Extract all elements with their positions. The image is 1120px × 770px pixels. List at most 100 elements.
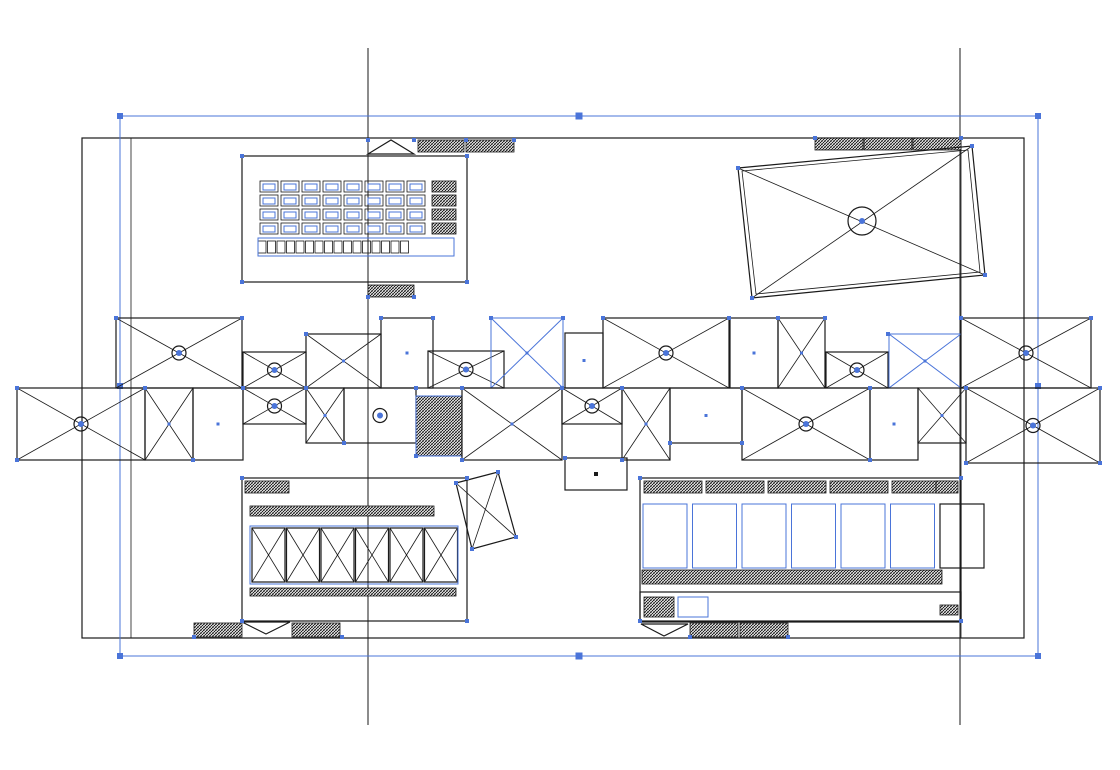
storage-bays[interactable] bbox=[249, 525, 459, 585]
seat[interactable] bbox=[301, 208, 321, 221]
seat[interactable] bbox=[280, 180, 300, 193]
room[interactable] bbox=[869, 387, 919, 461]
seat-small[interactable] bbox=[400, 240, 409, 254]
bottom-left-block[interactable] bbox=[193, 477, 468, 638]
anchor-point[interactable] bbox=[454, 481, 458, 485]
anchor-point[interactable] bbox=[959, 136, 963, 140]
anchor-point[interactable] bbox=[460, 386, 464, 390]
room[interactable] bbox=[427, 350, 505, 389]
anchor-point[interactable] bbox=[240, 619, 244, 623]
seat[interactable] bbox=[301, 180, 321, 193]
anchor-point[interactable] bbox=[740, 441, 744, 445]
anchor-point[interactable] bbox=[412, 138, 416, 142]
anchor-point[interactable] bbox=[512, 138, 516, 142]
seat-small[interactable] bbox=[295, 240, 305, 254]
room[interactable] bbox=[965, 387, 1101, 464]
room[interactable] bbox=[144, 387, 194, 461]
bay[interactable] bbox=[320, 527, 355, 583]
anchor-point[interactable] bbox=[465, 280, 469, 284]
seat-small[interactable] bbox=[362, 240, 371, 254]
anchor-point[interactable] bbox=[1098, 386, 1102, 390]
seat[interactable] bbox=[406, 208, 426, 221]
room[interactable] bbox=[115, 317, 243, 389]
seat-small[interactable] bbox=[276, 240, 286, 254]
seat[interactable] bbox=[406, 222, 426, 235]
room[interactable] bbox=[242, 351, 307, 389]
anchor-point[interactable] bbox=[638, 619, 642, 623]
room[interactable] bbox=[415, 395, 463, 457]
anchor-point[interactable] bbox=[1098, 461, 1102, 465]
anchor-point[interactable] bbox=[465, 619, 469, 623]
anchor-point[interactable] bbox=[114, 316, 118, 320]
seat[interactable] bbox=[301, 222, 321, 235]
seat[interactable] bbox=[364, 194, 384, 207]
anchor-point[interactable] bbox=[304, 386, 308, 390]
seat-small[interactable] bbox=[390, 240, 400, 254]
anchor-point[interactable] bbox=[143, 386, 147, 390]
seat-small[interactable] bbox=[267, 240, 276, 254]
anchor-point[interactable] bbox=[823, 316, 827, 320]
anchor-point[interactable] bbox=[240, 316, 244, 320]
seat[interactable] bbox=[322, 194, 342, 207]
room[interactable] bbox=[825, 351, 889, 389]
anchor-point[interactable] bbox=[340, 635, 344, 639]
anchor-point[interactable] bbox=[688, 635, 692, 639]
seat[interactable] bbox=[280, 222, 300, 235]
seat[interactable] bbox=[322, 208, 342, 221]
room[interactable] bbox=[741, 387, 871, 461]
anchor-point[interactable] bbox=[15, 386, 19, 390]
room[interactable] bbox=[461, 387, 563, 461]
anchor-point[interactable] bbox=[15, 458, 19, 462]
rooms-row[interactable] bbox=[16, 317, 1101, 491]
seat-small[interactable] bbox=[314, 240, 324, 254]
room[interactable] bbox=[192, 387, 244, 461]
bay[interactable] bbox=[285, 527, 321, 583]
room[interactable] bbox=[602, 317, 730, 389]
anchor-point[interactable] bbox=[668, 441, 672, 445]
anchor-points[interactable] bbox=[15, 136, 1102, 639]
shelf-bay[interactable] bbox=[692, 503, 737, 569]
anchor-point[interactable] bbox=[970, 144, 974, 148]
room[interactable] bbox=[343, 387, 417, 444]
seat[interactable] bbox=[280, 208, 300, 221]
anchor-point[interactable] bbox=[560, 386, 564, 390]
seat-small[interactable] bbox=[343, 240, 352, 254]
bottom-right-block[interactable] bbox=[639, 477, 985, 638]
anchor-point[interactable] bbox=[240, 154, 244, 158]
room[interactable] bbox=[960, 317, 1092, 389]
anchor-point[interactable] bbox=[1089, 316, 1093, 320]
seat-small[interactable] bbox=[333, 240, 343, 254]
seat[interactable] bbox=[343, 208, 363, 221]
anchor-point[interactable] bbox=[563, 456, 567, 460]
anchor-point[interactable] bbox=[240, 476, 244, 480]
seat[interactable] bbox=[364, 208, 384, 221]
room[interactable] bbox=[561, 387, 623, 425]
anchor-point[interactable] bbox=[470, 547, 474, 551]
entrance-top[interactable] bbox=[365, 139, 515, 155]
rotated-small-room[interactable] bbox=[455, 471, 517, 550]
seat[interactable] bbox=[322, 222, 342, 235]
room[interactable] bbox=[305, 387, 345, 444]
anchor-point[interactable] bbox=[959, 619, 963, 623]
shelf-bay[interactable] bbox=[741, 503, 787, 569]
anchor-point[interactable] bbox=[620, 458, 624, 462]
shelf-bay[interactable] bbox=[791, 503, 836, 569]
room[interactable] bbox=[777, 317, 826, 389]
anchor-point[interactable] bbox=[465, 154, 469, 158]
bay[interactable] bbox=[354, 527, 390, 583]
room[interactable] bbox=[564, 332, 604, 389]
anchor-point[interactable] bbox=[489, 316, 493, 320]
seat[interactable] bbox=[343, 180, 363, 193]
anchor-point[interactable] bbox=[464, 138, 468, 142]
anchor-point[interactable] bbox=[736, 166, 740, 170]
rotated-room-top-right[interactable] bbox=[737, 145, 986, 299]
anchor-point[interactable] bbox=[414, 454, 418, 458]
seat-grid[interactable] bbox=[257, 180, 457, 257]
anchor-point[interactable] bbox=[192, 635, 196, 639]
seat[interactable] bbox=[259, 180, 279, 193]
anchor-point[interactable] bbox=[366, 295, 370, 299]
seat-small[interactable] bbox=[286, 240, 295, 254]
seat-small[interactable] bbox=[381, 240, 390, 254]
room[interactable] bbox=[621, 387, 671, 461]
anchor-point[interactable] bbox=[342, 441, 346, 445]
